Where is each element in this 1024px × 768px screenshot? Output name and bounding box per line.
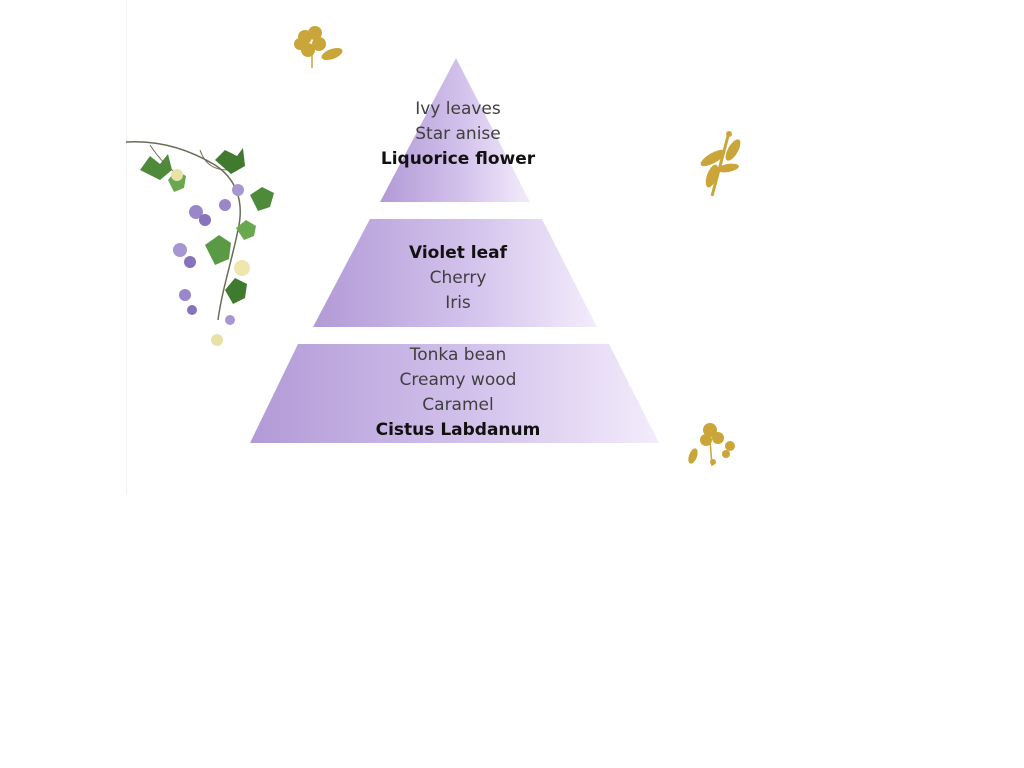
base-note-label: Creamy wood (399, 370, 517, 390)
middle-note-label: Cherry (429, 268, 487, 288)
top-note-label: Ivy leaves (415, 99, 501, 119)
gold-dragonfly-icon (700, 131, 741, 197)
base-notes-tier (250, 344, 659, 443)
base-note-label: Tonka bean (409, 345, 507, 365)
violet-ivy-sprig-illustration (125, 141, 274, 346)
base-note-label: Cistus Labdanum (375, 420, 541, 440)
top-note-label: Star anise (415, 124, 501, 144)
middle-note-label: Iris (445, 293, 471, 313)
base-note-label: Caramel (422, 395, 494, 415)
top-note-label: Liquorice flower (380, 149, 536, 169)
top-notes-tier (380, 58, 530, 202)
left-margin-panel (0, 0, 127, 495)
gold-flower-icon (294, 26, 343, 68)
heart-notes-tier (313, 219, 597, 327)
middle-note-label: Violet leaf (409, 243, 507, 263)
gold-flower-sprig-icon (688, 423, 735, 467)
